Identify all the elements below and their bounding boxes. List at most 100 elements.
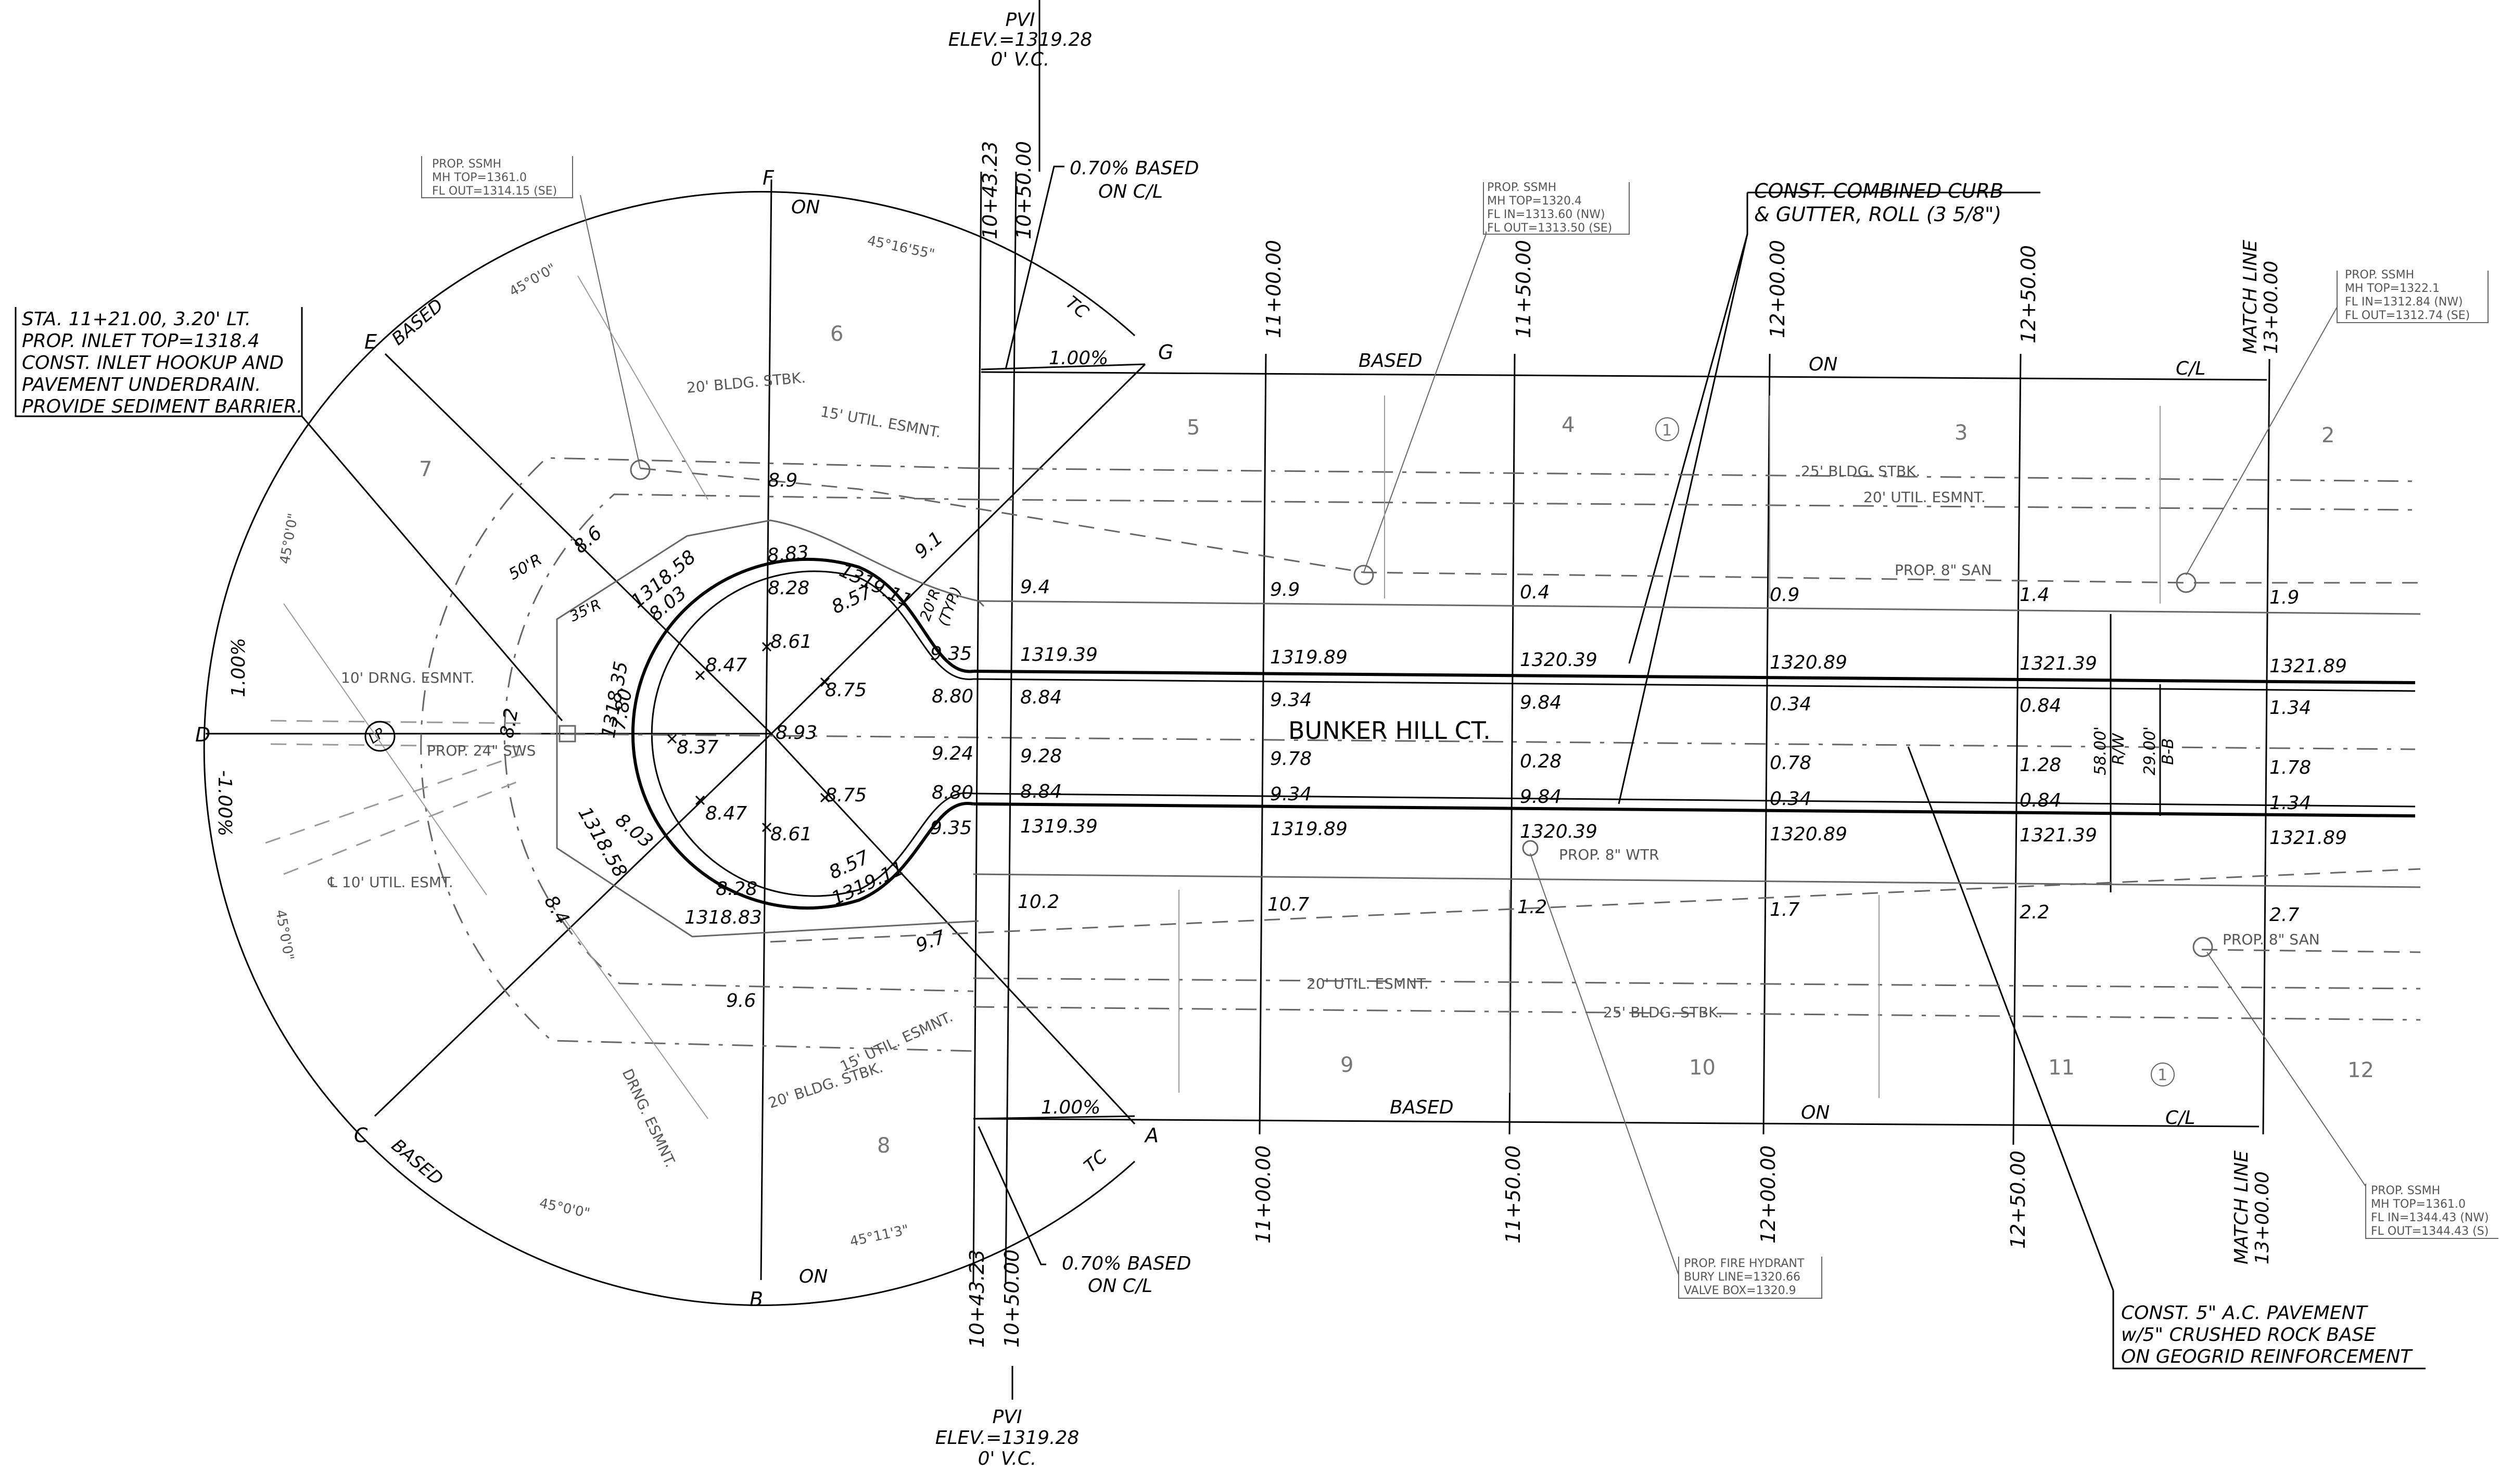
elev: 8.75 <box>825 680 867 701</box>
easement-label: 15' UTIL. ESMNT. <box>837 1008 956 1075</box>
row-dimension <box>2110 614 2161 892</box>
elev: 8.6 <box>569 522 606 558</box>
inlet-note-4: PAVEMENT UNDERDRAIN. <box>22 374 261 395</box>
c-l-dimension-lines <box>973 165 2267 1265</box>
cul-de-sac-radius-circle <box>203 191 1136 1306</box>
elev: 1.28 <box>2020 754 2061 776</box>
elev: 1.78 <box>2269 757 2311 778</box>
street-curb-lines <box>520 670 2416 817</box>
pipe-label: PROP. 8" SAN <box>2223 931 2320 948</box>
curb-note-leaders <box>1618 191 2114 1291</box>
bulb-curb-lines <box>631 558 974 910</box>
elev: 1.9 <box>2269 587 2299 608</box>
elev: 9.24 <box>932 743 973 764</box>
grade-pct-left-top: 1.00% <box>228 638 249 697</box>
lot-number: 3 <box>1955 421 1968 445</box>
lot-number: 9 <box>1340 1053 1353 1077</box>
based-top: BASED <box>1359 350 1423 372</box>
elev: 1.2 <box>1517 897 1547 918</box>
match-line-top-1: MATCH LINE <box>2240 240 2261 354</box>
elev: 1320.39 <box>1520 821 1597 842</box>
station-label-top: 10+50.00 <box>1012 141 1035 239</box>
elev: 9.4 <box>1020 577 1050 598</box>
elev: 1319.89 <box>1270 647 1348 668</box>
elev: 1321.89 <box>2269 827 2347 849</box>
radial-letter-b: B <box>750 1288 763 1311</box>
ssmh-4-line: MH TOP=1361.0 <box>2371 1198 2466 1211</box>
curb-note-2: & GUTTER, ROLL (3 5/8") <box>1754 203 2001 226</box>
station-label-top: 12+50.00 <box>2017 245 2040 343</box>
circle-based-e: BASED <box>388 295 447 350</box>
angle-label: 45°11'3" <box>848 1222 910 1250</box>
water-elev-row: 10.2 10.7 1.2 1.7 2.2 2.7 <box>1018 891 2299 926</box>
tc-south-row: 1319.39 1319.89 1320.39 1320.89 1321.39 … <box>1020 816 2347 849</box>
elev: 8.47 <box>705 803 747 824</box>
elev: 9.28 <box>1020 746 1062 767</box>
elev: 2.2 <box>2020 902 2049 923</box>
easement-label: DRNG. ESMNT. <box>619 1066 679 1170</box>
elev: 8.61 <box>770 824 812 845</box>
pavement-note-2: w/5" CRUSHED ROCK BASE <box>2121 1324 2376 1346</box>
pavement-note-1: CONST. 5" A.C. PAVEMENT <box>2121 1302 2368 1324</box>
ssmh-2-line: PROP. SSMH <box>1487 181 1556 194</box>
lot-number: 4 <box>1562 413 1575 437</box>
radius-label: 35'R <box>567 596 604 625</box>
ssmh-4-line: FL IN=1344.43 (NW) <box>2371 1211 2489 1224</box>
lot-number: 11 <box>2048 1056 2075 1080</box>
elev: 9.7 <box>913 926 948 956</box>
grade-note-bottom-2: ON C/L <box>1088 1275 1152 1297</box>
elev: 1320.89 <box>1770 824 1847 845</box>
elev: 9.84 <box>1520 786 1562 808</box>
ssmh-2-line: FL OUT=1313.50 (SE) <box>1487 222 1612 235</box>
manholes-and-hydrant <box>364 417 2213 1086</box>
station-label-top: 11+00.00 <box>1262 240 1285 338</box>
grade-pct-left-bottom: -1.00% <box>214 770 235 836</box>
bb-width: 29.00' <box>2141 726 2159 775</box>
grade-note-top-2: ON C/L <box>1098 181 1163 202</box>
on-bottom: ON <box>1801 1102 1830 1123</box>
elev: 0.4 <box>1520 582 1550 603</box>
radial-letter-a: A <box>1144 1124 1159 1147</box>
elev: 1321.89 <box>2269 656 2347 677</box>
elev: 8.03 <box>611 809 657 852</box>
on-top: ON <box>1809 354 1837 375</box>
station-label-bottom: 12+00.00 <box>1757 1145 1780 1244</box>
row-width-label: R/W <box>2110 733 2128 765</box>
elev: 1319.39 <box>1020 816 1098 837</box>
inlet-note-1: STA. 11+21.00, 3.20' LT. <box>22 309 251 330</box>
fl-north-row: 8.84 9.34 9.84 0.34 0.84 1.34 <box>1020 687 2311 719</box>
lp-label: LP <box>366 725 388 747</box>
angle-label: 45°0'0" <box>272 909 297 962</box>
angle-label: 45°0'0" <box>507 261 559 300</box>
elev: 8.84 <box>1020 781 1062 802</box>
elev: 8.80 <box>932 686 973 707</box>
circle-on-top: ON <box>791 197 820 218</box>
lot-number: 5 <box>1187 416 1200 440</box>
grade-pct-bottom: 1.00% <box>1041 1097 1100 1118</box>
elev: 8.57 <box>828 581 875 618</box>
radial-letter-d: D <box>195 723 210 746</box>
grade-note-top-1: 0.70% BASED <box>1070 158 1199 179</box>
ssmh-3-line: FL OUT=1312.74 (SE) <box>2345 309 2470 322</box>
hydrant-box: PROP. FIRE HYDRANT BURY LINE=1320.66 VAL… <box>1678 1257 1822 1299</box>
elev: 9.9 <box>1270 579 1300 600</box>
row-width: 58.00' <box>2091 726 2110 775</box>
angle-label: 45°16'55" <box>866 233 936 263</box>
elev: 1.4 <box>2020 584 2049 606</box>
pavement-note: CONST. 5" A.C. PAVEMENT w/5" CRUSHED ROC… <box>2112 1290 2426 1370</box>
ssmh-box-3: PROP. SSMH MH TOP=1322.1 FL IN=1312.84 (… <box>2337 268 2489 323</box>
station-lines <box>972 0 2270 1400</box>
elev: 8.93 <box>776 722 817 744</box>
radial-letter-f: F <box>763 167 775 189</box>
pvi-top-elevation: ELEV.=1319.28 <box>948 29 1093 50</box>
elev: 1.34 <box>2269 792 2311 814</box>
station-label-bottom: 11+50.00 <box>1502 1145 1525 1244</box>
lot-number: 2 <box>2321 424 2334 447</box>
elev: 0.84 <box>2020 695 2061 717</box>
hydrant-line: BURY LINE=1320.66 <box>1684 1271 1800 1284</box>
elev: 1320.39 <box>1520 649 1597 671</box>
station-label-top: 12+00.00 <box>1766 240 1789 338</box>
angle-label: 45°0'0" <box>277 512 301 565</box>
sewer-elev-row: 9.4 9.9 0.4 0.9 1.4 1.9 <box>1020 577 2299 608</box>
